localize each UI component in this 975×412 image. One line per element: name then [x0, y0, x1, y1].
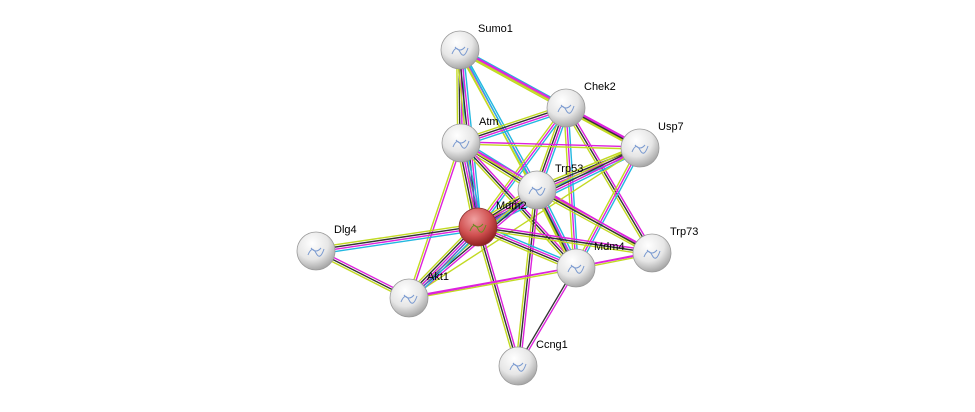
edge-sumo1-mdm4[interactable]	[458, 49, 578, 269]
evidence-line-magenta	[461, 141, 641, 148]
evidence-line-yellow	[535, 191, 652, 256]
evidence-line-magenta	[409, 143, 463, 299]
evidence-line-yellow	[475, 227, 517, 367]
evidence-line-black	[315, 225, 478, 251]
protein-structure-icon	[528, 186, 546, 196]
evidence-line-yellow	[407, 142, 461, 298]
evidence-line-magenta	[575, 147, 641, 269]
node-dlg4[interactable]: Dlg4	[296, 224, 357, 271]
node-label: Ccng1	[536, 339, 568, 351]
node-label: Usp7	[658, 121, 684, 133]
edge-chek2-mdm2[interactable]	[475, 106, 569, 229]
node-mdm4[interactable]: Mdm4	[556, 241, 625, 288]
evidence-line-magenta	[459, 49, 567, 109]
protein-structure-icon	[509, 362, 527, 372]
evidence-line-yellow	[563, 108, 651, 255]
evidence-line-cyan	[460, 49, 578, 268]
node-label: Dlg4	[334, 224, 357, 236]
protein-structure-icon	[307, 247, 325, 257]
node-label: Mdm4	[594, 241, 625, 253]
evidence-line-magenta	[519, 190, 540, 367]
node-label: Sumo1	[478, 23, 513, 35]
evidence-line-yellow	[475, 106, 565, 227]
evidence-line-yellow	[409, 268, 577, 300]
node-trp53[interactable]: Trp53	[517, 163, 583, 210]
evidence-line-magenta	[567, 106, 655, 253]
evidence-line-cyan	[479, 108, 569, 229]
protein-structure-icon	[631, 144, 649, 154]
node-label: Mdm2	[496, 200, 527, 212]
node-sumo1[interactable]: Sumo1	[440, 23, 513, 70]
evidence-line-black	[565, 107, 653, 254]
protein-structure-icon	[643, 249, 661, 259]
node-usp7[interactable]: Usp7	[620, 121, 684, 168]
protein-structure-icon	[469, 223, 487, 233]
node-label: Chek2	[584, 81, 616, 93]
edge-atm-usp7[interactable]	[460, 141, 641, 150]
edge-usp7-mdm4[interactable]	[573, 146, 643, 270]
edge-trp53-trp73[interactable]	[535, 187, 654, 256]
edge-atm-akt1[interactable]	[407, 142, 463, 299]
evidence-line-magenta	[478, 224, 653, 252]
evidence-line-yellow	[477, 228, 652, 256]
edge-chek2-trp73[interactable]	[563, 106, 655, 255]
protein-structure-icon	[400, 294, 418, 304]
evidence-line-cyan	[460, 47, 568, 107]
edge-mdm2-trp73[interactable]	[477, 224, 653, 256]
node-label: Trp73	[670, 226, 698, 238]
node-trp73[interactable]: Trp73	[632, 226, 698, 273]
node-label: Akt1	[427, 271, 449, 283]
protein-structure-icon	[557, 104, 575, 114]
evidence-line-yellow	[460, 143, 640, 150]
protein-structure-icon	[452, 139, 470, 149]
evidence-line-magenta	[477, 107, 567, 228]
evidence-line-yellow	[408, 147, 641, 299]
protein-structure-icon	[567, 264, 585, 274]
evidence-line-yellow	[458, 51, 566, 111]
protein-structure-icon	[451, 46, 469, 56]
node-mdm2[interactable]: Mdm2	[458, 200, 527, 247]
node-akt1[interactable]: Akt1	[389, 271, 449, 318]
evidence-line-black	[477, 226, 653, 254]
edge-sumo1-chek2[interactable]	[458, 47, 568, 111]
edge-usp7-akt1[interactable]	[408, 147, 641, 299]
edge-mdm2-dlg4[interactable]	[315, 223, 479, 255]
evidence-line-magenta	[537, 187, 654, 252]
evidence-line-black	[536, 189, 653, 254]
node-label: Atm	[479, 116, 499, 128]
edge-mdm2-ccng1[interactable]	[475, 226, 521, 367]
node-ccng1[interactable]: Ccng1	[498, 339, 568, 386]
node-label: Trp53	[555, 163, 583, 175]
evidence-line-cyan	[577, 148, 643, 270]
evidence-line-cyan	[316, 229, 479, 255]
node-chek2[interactable]: Chek2	[546, 81, 616, 128]
evidence-line-magenta	[479, 226, 521, 366]
evidence-line-yellow	[573, 146, 639, 268]
evidence-line-magenta	[316, 227, 479, 253]
evidence-line-yellow	[315, 223, 478, 249]
evidence-line-yellow	[458, 50, 576, 269]
node-atm[interactable]: Atm	[441, 116, 499, 163]
evidence-line-black	[477, 226, 519, 367]
